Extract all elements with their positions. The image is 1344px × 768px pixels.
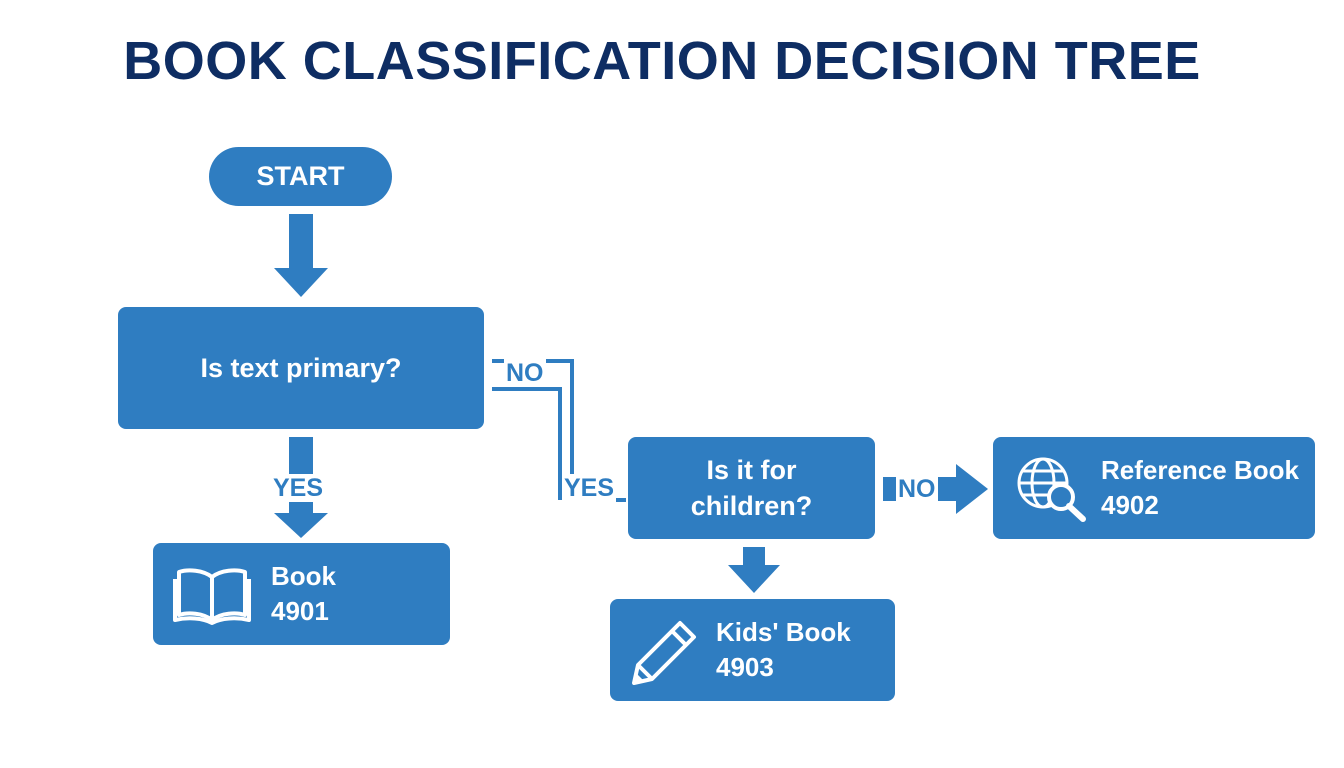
decision-text-primary: Is text primary? xyxy=(118,307,484,429)
start-node: START xyxy=(209,147,392,206)
pencil-icon xyxy=(628,617,700,694)
decision-text-primary-label: Is text primary? xyxy=(200,353,402,383)
globe-search-icon xyxy=(1013,455,1091,532)
leaf-kids-book-text: Kids' Book 4903 xyxy=(716,615,851,685)
leaf-reference-book-code: 4902 xyxy=(1101,490,1159,520)
decision-for-children-line2: children? xyxy=(690,491,813,521)
decision-for-children-line1: Is it for xyxy=(706,455,797,485)
page-title: BOOK CLASSIFICATION DECISION TREE xyxy=(123,31,1201,91)
edge-label-children-no: NO xyxy=(896,475,938,503)
edge-label-text-primary-yes: YES xyxy=(271,474,326,502)
leaf-book: Book 4901 xyxy=(153,543,450,645)
leaf-kids-book-code: 4903 xyxy=(716,652,774,682)
open-book-icon xyxy=(173,565,251,634)
edge-label-children-yes: YES xyxy=(562,474,617,502)
leaf-kids-book-name: Kids' Book xyxy=(716,617,851,647)
leaf-reference-book-text: Reference Book 4902 xyxy=(1101,453,1299,523)
leaf-book-text: Book 4901 xyxy=(271,559,336,629)
leaf-reference-book: Reference Book 4902 xyxy=(993,437,1315,539)
decision-for-children: Is it for children? xyxy=(628,437,875,539)
arrow-start-to-text-primary xyxy=(274,214,328,297)
start-label: START xyxy=(256,161,345,191)
leaf-book-code: 4901 xyxy=(271,596,329,626)
leaf-book-name: Book xyxy=(271,561,336,591)
edge-label-text-primary-no: NO xyxy=(504,359,546,387)
leaf-kids-book: Kids' Book 4903 xyxy=(610,599,895,701)
arrow-children-yes xyxy=(728,547,780,593)
leaf-reference-book-name: Reference Book xyxy=(1101,455,1299,485)
